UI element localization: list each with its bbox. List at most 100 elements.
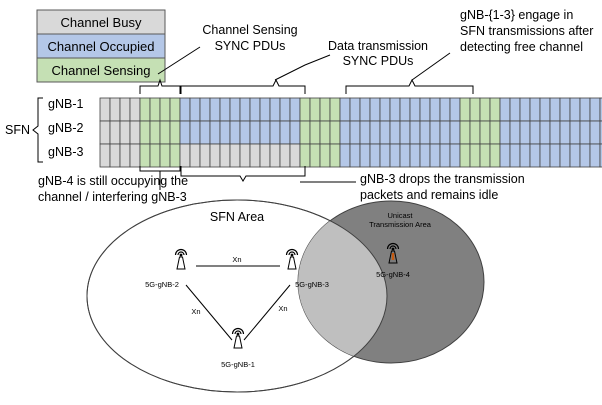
- slot-cell-occupied: [339, 97, 351, 122]
- xn-label-left: Xn: [191, 307, 200, 316]
- sensing-sync-annotation-line2: SYNC PDUs: [215, 39, 286, 53]
- tower-core-icon: [391, 253, 395, 260]
- slot-cell-occupied: [199, 97, 211, 122]
- slot-cell-occupied: [259, 97, 271, 122]
- slot-cell-sensing: [469, 97, 481, 122]
- slot-cell-occupied: [349, 120, 361, 145]
- slot-cell-occupied: [279, 120, 291, 145]
- slot-cell-occupied: [339, 143, 351, 168]
- slot-cell-sensing: [159, 97, 171, 122]
- legend-occupied-swatch: [36, 33, 166, 59]
- brace-data-top: [180, 78, 306, 94]
- slot-cell-occupied: [509, 143, 521, 168]
- slot-cell-occupied: [189, 120, 201, 145]
- slot-cell-occupied: [549, 97, 561, 122]
- slot-cell-occupied: [539, 143, 551, 168]
- sfn-label: SFN: [5, 123, 30, 137]
- slot-cell-sensing: [159, 143, 171, 168]
- slot-cell-occupied: [429, 143, 441, 168]
- slot-cell-occupied: [239, 120, 251, 145]
- brace-gnb4-bottom: [139, 166, 181, 176]
- slot-cell-occupied: [539, 120, 551, 145]
- slot-cell-busy: [129, 120, 141, 145]
- slot-cell-busy: [229, 143, 241, 168]
- engage-annotation-line2: SFN transmissions after: [460, 24, 593, 38]
- slot-cell-occupied: [589, 120, 601, 145]
- slot-cell-sensing: [489, 120, 501, 145]
- slot-cell-sensing: [309, 143, 321, 168]
- slot-cell-sensing: [299, 120, 311, 145]
- sensing-sync-annotation-line1: Channel Sensing: [202, 23, 297, 37]
- slot-cell-sensing: [319, 97, 331, 122]
- xn-link-gnb3-gnb1: [243, 284, 291, 341]
- slot-cell-sensing: [489, 97, 501, 122]
- slot-cell-occupied: [449, 120, 461, 145]
- slot-cell-busy: [239, 143, 251, 168]
- slot-cell-busy: [99, 143, 111, 168]
- slot-cell-occupied: [189, 97, 201, 122]
- slot-cell-occupied: [349, 143, 361, 168]
- slot-cell-occupied: [559, 143, 571, 168]
- slot-cell-occupied: [539, 97, 551, 122]
- unicast-area-title-line1: Unicast: [387, 211, 413, 220]
- legend: Channel Busy Channel Occupied Channel Se…: [36, 9, 166, 83]
- slot-cell-occupied: [279, 97, 291, 122]
- slot-cell-occupied: [249, 97, 261, 122]
- slot-cell-sensing: [479, 120, 491, 145]
- slot-cell-sensing: [299, 143, 311, 168]
- brace-gnb3-bottom: [180, 166, 306, 182]
- timeline-grid: [99, 97, 602, 168]
- slot-cell-occupied: [209, 120, 221, 145]
- slot-cell-occupied: [409, 143, 421, 168]
- slot-cell-occupied: [519, 120, 531, 145]
- slot-cell-occupied: [359, 143, 371, 168]
- slot-cell-occupied: [379, 120, 391, 145]
- slot-cell-occupied: [269, 97, 281, 122]
- slot-cell-occupied: [529, 120, 541, 145]
- slot-cell-occupied: [549, 143, 561, 168]
- slot-cell-occupied: [369, 120, 381, 145]
- unicast-area-title-line2: Transmission Area: [369, 220, 432, 229]
- row-label-gnb3: gNB-3: [48, 145, 83, 159]
- slot-cell-sensing: [139, 97, 151, 122]
- slot-cell-occupied: [239, 97, 251, 122]
- slot-cell-occupied: [259, 120, 271, 145]
- slot-cell-occupied: [379, 143, 391, 168]
- signal-wave-icon: [174, 248, 188, 256]
- gnb4-tower-icon: [386, 242, 400, 264]
- tower-body-icon: [233, 335, 243, 349]
- slot-cell-sensing: [149, 143, 161, 168]
- slot-cell-occupied: [199, 120, 211, 145]
- slot-cell-occupied: [409, 97, 421, 122]
- engage-pointer: [411, 52, 451, 81]
- slot-cell-sensing: [159, 120, 171, 145]
- slot-cell-occupied: [499, 120, 511, 145]
- slot-cell-occupied: [449, 97, 461, 122]
- signal-wave-icon: [389, 245, 397, 250]
- xn-link-gnb2-gnb1: [185, 284, 233, 341]
- gnb1-label: 5G-gNB-1: [221, 360, 255, 369]
- gnb3-tower-icon: [285, 248, 299, 270]
- slot-cell-occupied: [389, 97, 401, 122]
- slot-cell-occupied: [569, 120, 581, 145]
- slot-cell-busy: [109, 143, 121, 168]
- gnb4-annotation-line1: gNB-4 is still occupying the: [38, 174, 188, 188]
- legend-sensing-label: Channel Sensing: [51, 63, 150, 78]
- slot-cell-occupied: [439, 120, 451, 145]
- slot-cell-occupied: [509, 97, 521, 122]
- slot-cell-sensing: [139, 120, 151, 145]
- slot-cell-occupied: [419, 143, 431, 168]
- signal-wave-icon: [386, 242, 400, 250]
- antenna-dot-icon: [391, 247, 395, 251]
- slot-cell-occupied: [369, 143, 381, 168]
- legend-busy-swatch: [36, 9, 166, 35]
- slot-cell-occupied: [499, 143, 511, 168]
- slot-cell-sensing: [459, 143, 471, 168]
- slot-cell-occupied: [439, 97, 451, 122]
- slot-cell-occupied: [579, 97, 591, 122]
- brace-sensing-top: [139, 78, 181, 94]
- slot-cell-occupied: [599, 143, 602, 168]
- slot-cell-sensing: [489, 143, 501, 168]
- slot-cell-sensing: [309, 120, 321, 145]
- legend-busy-label: Channel Busy: [61, 15, 142, 30]
